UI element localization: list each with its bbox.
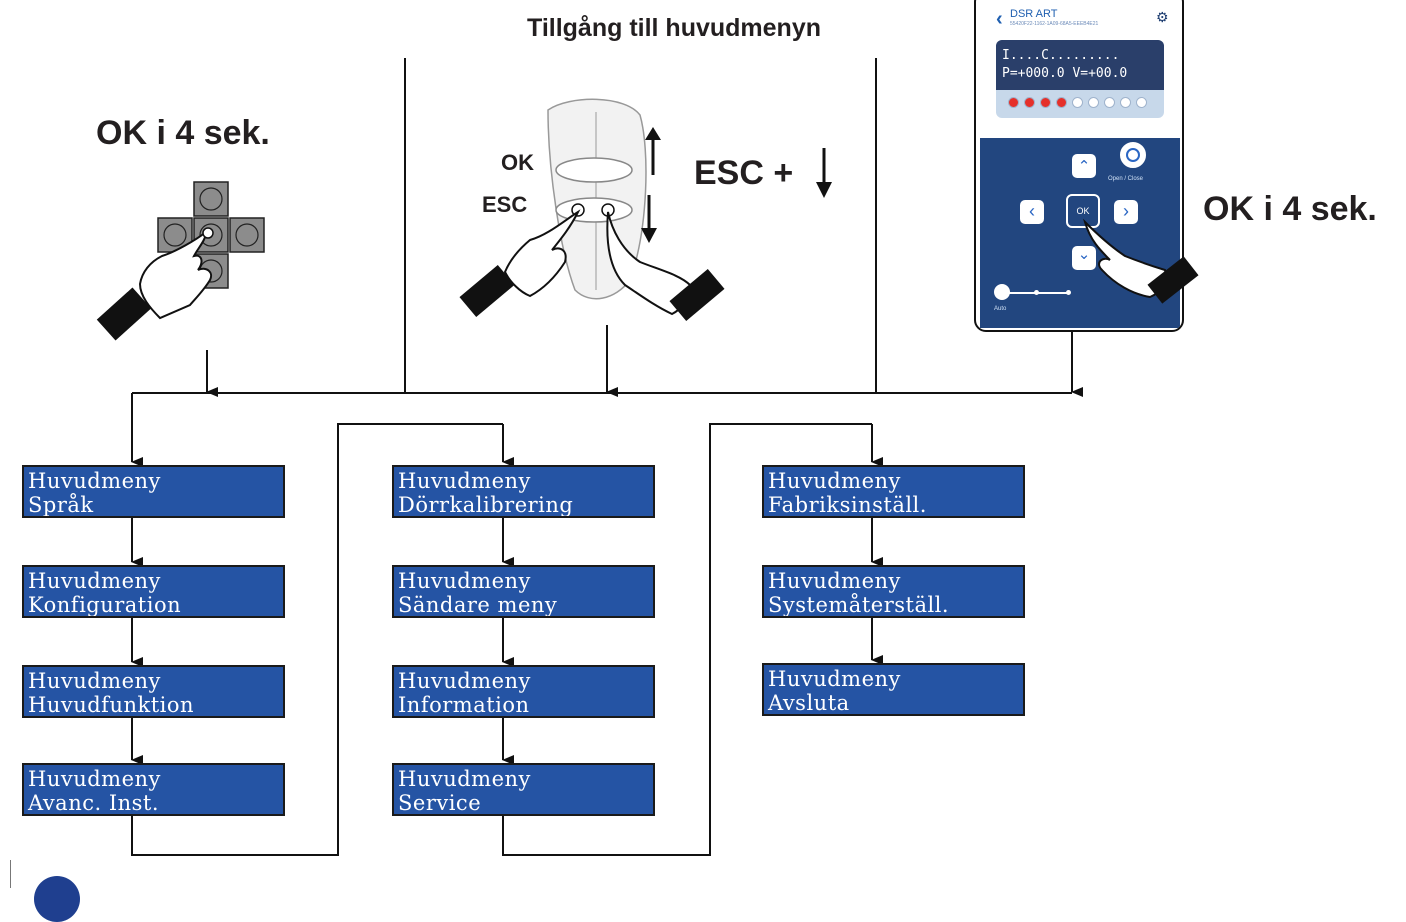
- menu-box-service: Huvudmeny Service: [392, 763, 655, 816]
- gear-icon[interactable]: ⚙: [1156, 9, 1169, 25]
- menu-box-information: Huvudmeny Information: [392, 665, 655, 718]
- led-indicator: [1008, 97, 1019, 108]
- menu-box-line1: Huvudmeny: [398, 569, 531, 593]
- menu-box-line2: Information: [398, 693, 530, 717]
- back-chevron-icon[interactable]: ‹: [996, 8, 1003, 30]
- down-arrow-button[interactable]: ⌄: [1072, 246, 1096, 270]
- led-indicator: [1056, 97, 1067, 108]
- esc-combo-label: ESC +: [694, 154, 794, 192]
- led-indicator: [1104, 97, 1115, 108]
- remote-ok-label: OK: [501, 150, 534, 175]
- ok-button[interactable]: OK: [1066, 194, 1100, 228]
- phone-frame: ‹ DSR ART 55420F22-1162-1A09-68A5-EEEB4E…: [974, 0, 1184, 332]
- device-id: 55420F22-1162-1A09-68A5-EEEB4E21: [1010, 21, 1099, 27]
- open-close-label: Open / Close: [1108, 176, 1144, 182]
- slider-knob[interactable]: [994, 284, 1010, 300]
- menu-box-line1: Huvudmeny: [398, 669, 531, 693]
- control-panel: Open / Close ⌃ ‹ OK › ⌄ Auto: [980, 138, 1180, 328]
- lcd-display: I....C......... P=+000.0 V=+00.0: [996, 40, 1164, 118]
- ok-button-label: OK: [1076, 206, 1090, 216]
- auto-label: Auto: [994, 306, 1007, 312]
- menu-box-line2: Service: [398, 791, 482, 815]
- menu-box-line2: Systemåterställ.: [768, 593, 950, 617]
- led-indicator: [1040, 97, 1051, 108]
- led-indicator: [1120, 97, 1131, 108]
- right-arrow-button[interactable]: ›: [1114, 200, 1138, 224]
- menu-box-line1: Huvudmeny: [768, 667, 901, 691]
- ok-hold-label-right: OK i 4 sek.: [1203, 190, 1377, 228]
- device-name: DSR ART: [1010, 8, 1058, 20]
- led-indicator: [1024, 97, 1035, 108]
- cycle-icon: [1126, 148, 1140, 162]
- menu-box-fabriksinstall: Huvudmeny Fabriksinställ.: [762, 465, 1025, 518]
- led-strip: [1008, 97, 1147, 109]
- menu-box-line2: Dörrkalibrering: [398, 493, 574, 517]
- ok-hold-label-left: OK i 4 sek.: [96, 114, 270, 152]
- menu-box-line1: Huvudmeny: [768, 469, 901, 493]
- brand-logo-mark: [34, 876, 80, 922]
- menu-box-dorrkalibrering: Huvudmeny Dörrkalibrering: [392, 465, 655, 518]
- led-indicator: [1136, 97, 1147, 108]
- menu-box-line2: Konfiguration: [28, 593, 182, 617]
- menu-box-huvudfunktion: Huvudmeny Huvudfunktion: [22, 665, 285, 718]
- menu-box-line1: Huvudmeny: [398, 469, 531, 493]
- up-arrow-button[interactable]: ⌃: [1072, 154, 1096, 178]
- menu-box-line2: Huvudfunktion: [28, 693, 195, 717]
- brand-logo: [10, 860, 11, 888]
- mode-slider[interactable]: [994, 284, 1074, 300]
- menu-box-line1: Huvudmeny: [768, 569, 901, 593]
- menu-box-line2: Fabriksinställ.: [768, 493, 927, 517]
- menu-box-line1: Huvudmeny: [28, 569, 161, 593]
- flow-connectors: [131, 58, 1083, 856]
- menu-box-avanc-inst: Huvudmeny Avanc. Inst.: [22, 763, 285, 816]
- menu-box-avsluta: Huvudmeny Avsluta: [762, 663, 1025, 716]
- menu-box-line2: Språk: [28, 493, 94, 517]
- menu-box-line2: Avsluta: [768, 691, 850, 715]
- remote-esc-label: ESC: [482, 192, 528, 217]
- led-indicator: [1088, 97, 1099, 108]
- led-indicator: [1072, 97, 1083, 108]
- menu-box-line1: Huvudmeny: [28, 669, 161, 693]
- menu-box-sprak: Huvudmeny Språk: [22, 465, 285, 518]
- menu-box-line2: Sändare meny: [398, 593, 558, 617]
- menu-box-line1: Huvudmeny: [28, 767, 161, 791]
- menu-box-systematerstall: Huvudmeny Systemåterställ.: [762, 565, 1025, 618]
- left-arrow-button[interactable]: ‹: [1020, 200, 1044, 224]
- lcd-line-2: P=+000.0 V=+00.0: [1002, 66, 1128, 81]
- lcd-line-1: I....C.........: [1002, 48, 1120, 63]
- menu-box-konfiguration: Huvudmeny Konfiguration: [22, 565, 285, 618]
- menu-box-line2: Avanc. Inst.: [28, 791, 160, 815]
- open-close-button[interactable]: [1120, 142, 1146, 168]
- menu-box-line1: Huvudmeny: [398, 767, 531, 791]
- menu-box-line1: Huvudmeny: [28, 469, 161, 493]
- menu-box-sandare-meny: Huvudmeny Sändare meny: [392, 565, 655, 618]
- page-title: Tillgång till huvudmenyn: [527, 14, 821, 42]
- brand-logo-text: ​: [88, 872, 158, 888]
